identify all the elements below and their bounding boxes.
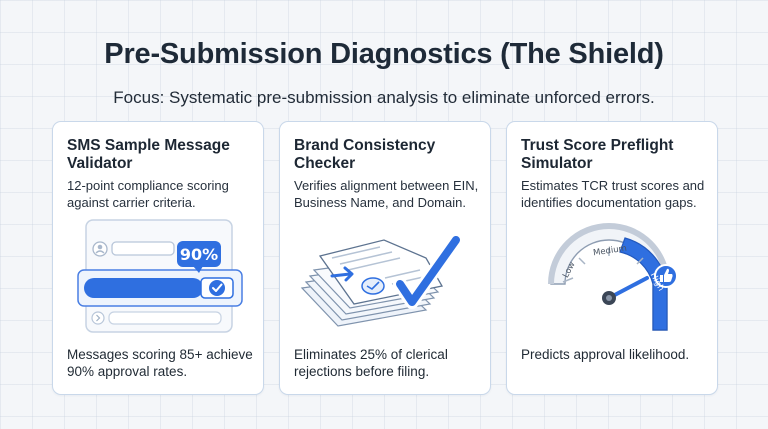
card-title: Brand Consistency Checker xyxy=(294,137,436,172)
chevron-right-icon xyxy=(91,311,105,325)
card-brand-consistency: Brand Consistency Checker Verifies align… xyxy=(279,121,491,395)
sms-validator-illustration xyxy=(77,219,243,333)
card-title: Trust Score Preflight Simulator xyxy=(521,137,674,172)
card-description: Estimates TCR trust scores and identifie… xyxy=(521,178,705,210)
card-description: Verifies alignment between EIN, Business… xyxy=(294,178,479,210)
checkmark-icon xyxy=(393,233,463,309)
gauge-icon xyxy=(548,223,670,331)
avatar-icon xyxy=(92,241,108,257)
seal-icon xyxy=(361,277,385,295)
thumbs-up-icon xyxy=(654,264,678,288)
card-trust-score: Trust Score Preflight Simulator Estimate… xyxy=(506,121,718,395)
card-footer: Messages scoring 85+ achieve 90% approva… xyxy=(67,347,253,379)
card-footer: Predicts approval likelihood. xyxy=(521,347,690,362)
card-footer: Eliminates 25% of clerical rejections be… xyxy=(294,347,448,379)
brand-checker-illustration xyxy=(300,233,463,327)
page-subtitle: Focus: Systematic pre-submission analysi… xyxy=(113,88,655,107)
trust-score-illustration xyxy=(548,223,678,331)
checkmark-icon xyxy=(209,280,225,296)
card-sms-validator: SMS Sample Message Validator 12-point co… xyxy=(52,121,264,395)
arrow-right-icon xyxy=(330,266,354,282)
page-title: Pre-Submission Diagnostics (The Shield) xyxy=(104,38,664,70)
card-title: SMS Sample Message Validator xyxy=(67,137,230,172)
score-badge: 90% xyxy=(179,245,219,264)
card-description: 12-point compliance scoring against carr… xyxy=(67,178,229,210)
